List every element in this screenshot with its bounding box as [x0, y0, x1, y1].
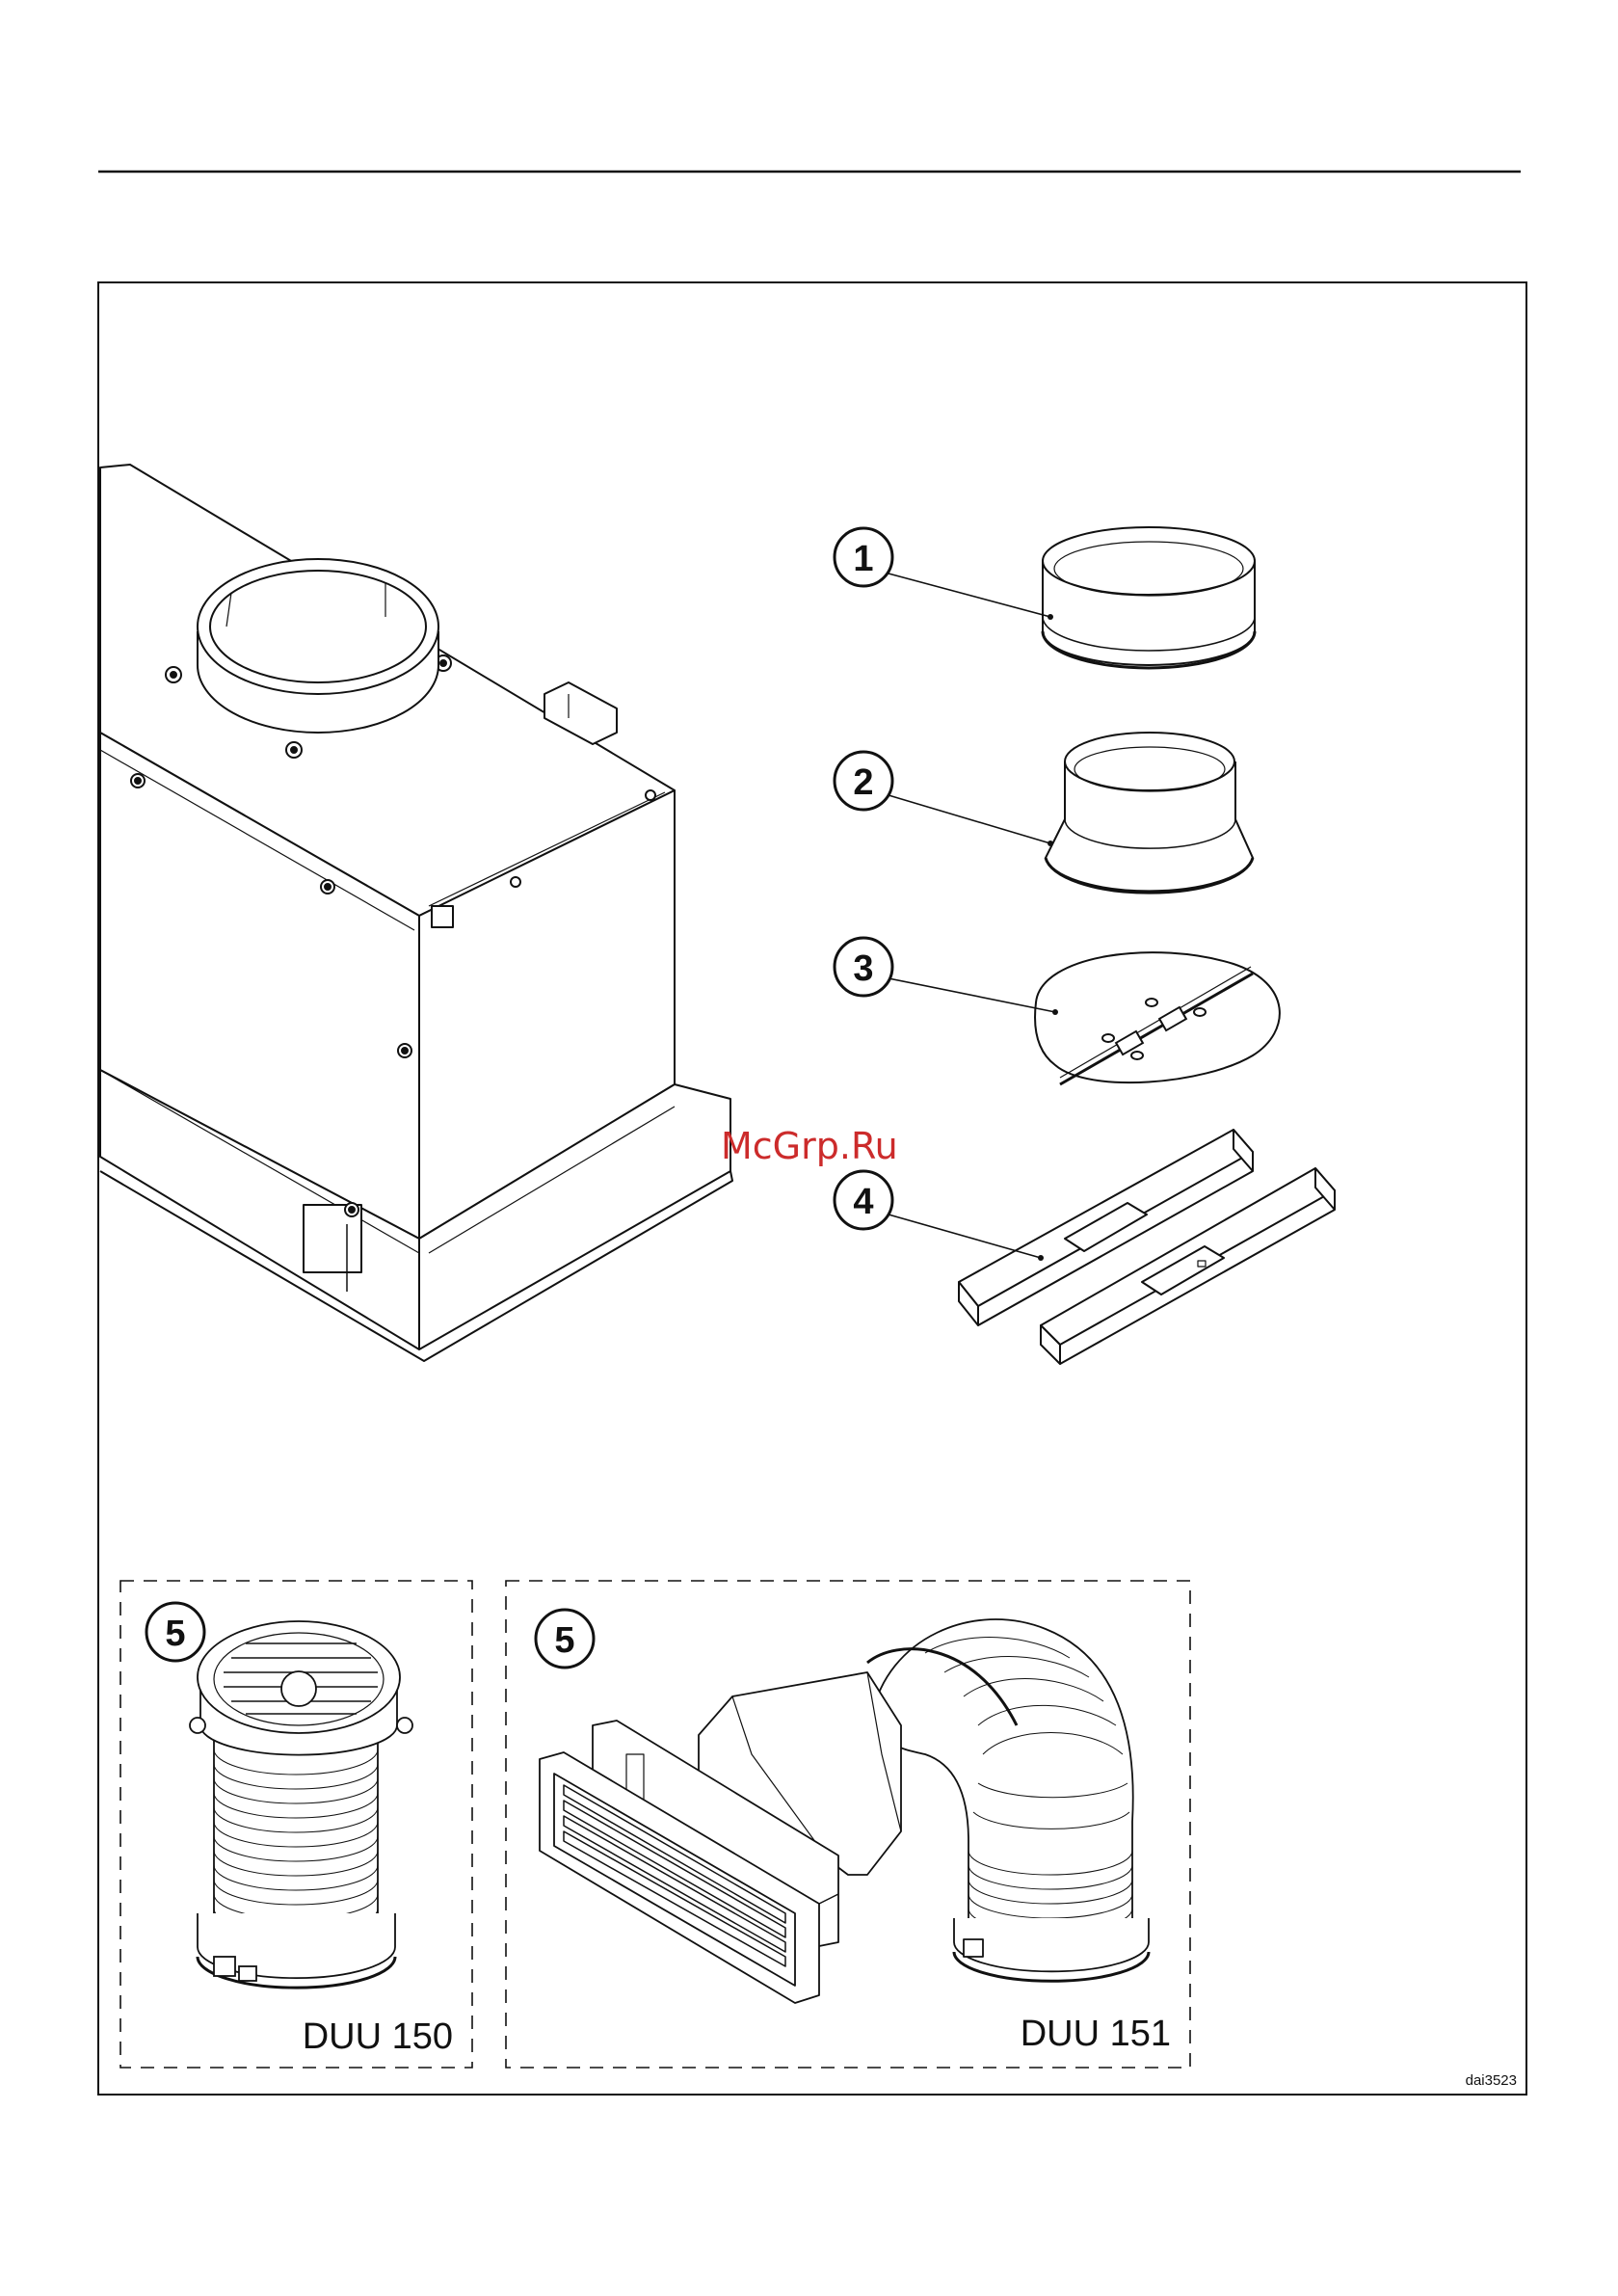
callout-5-duu151: 5 — [536, 1610, 594, 1668]
part-1-round-collar — [1043, 527, 1255, 668]
duu150-outlet-assembly — [190, 1621, 412, 1988]
callout-1: 1 — [835, 528, 1053, 620]
callout-3-number: 3 — [853, 948, 873, 989]
callout-1-number: 1 — [853, 539, 873, 579]
part-4-brackets — [959, 1130, 1335, 1364]
kit-label-duu150: DUU 150 — [303, 2016, 453, 2057]
part-3-backdraft-flap — [1035, 952, 1280, 1084]
callout-5a-number: 5 — [165, 1614, 185, 1654]
callout-3: 3 — [835, 938, 1058, 1015]
callout-5-duu150: 5 — [146, 1603, 204, 1661]
watermark-text: McGrp.Ru — [721, 1125, 898, 1167]
kit-label-duu151: DUU 151 — [1021, 2014, 1171, 2054]
callout-4: 4 — [835, 1171, 1044, 1261]
figure-code: dai3523 — [1466, 2072, 1517, 2089]
callout-5b-number: 5 — [554, 1620, 574, 1661]
part-2-conical-collar — [1046, 733, 1253, 893]
callout-4-number: 4 — [853, 1182, 873, 1222]
callout-2-number: 2 — [853, 762, 873, 803]
cooker-hood-unit — [100, 465, 732, 1361]
duu151-wall-grille-assembly — [540, 1619, 1149, 2003]
callout-2: 2 — [835, 752, 1053, 846]
